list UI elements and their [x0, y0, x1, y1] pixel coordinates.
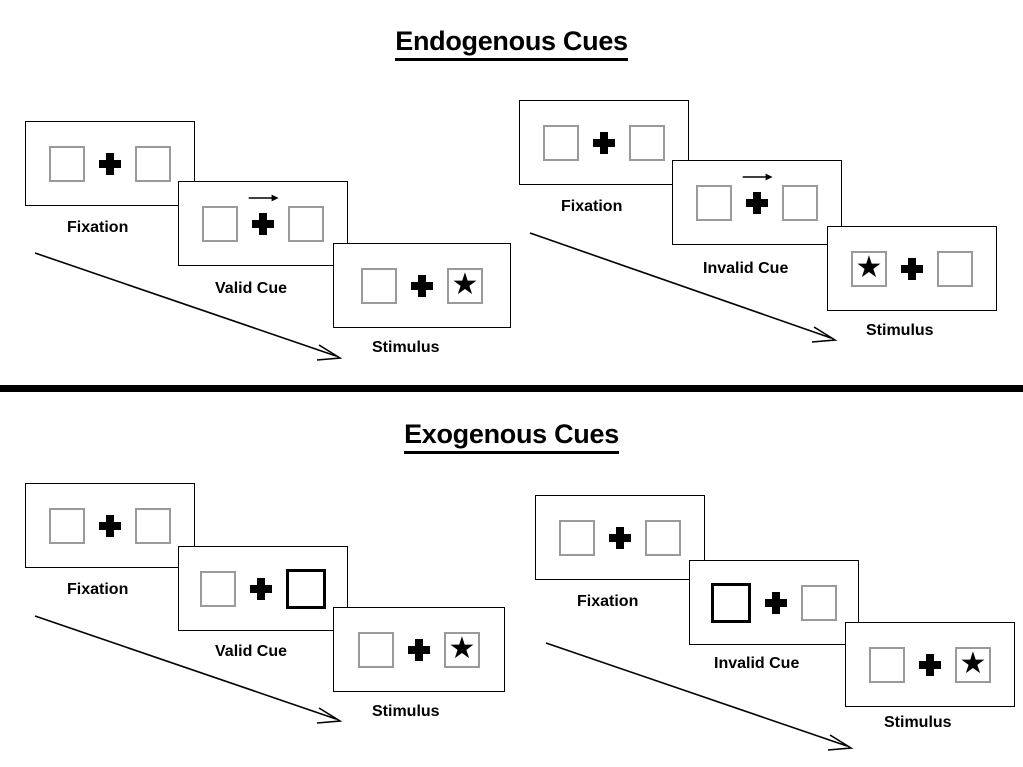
caption-endogenous-invalid-stimulus: Stimulus	[866, 322, 934, 339]
left-box	[361, 267, 397, 304]
time-arrow-endogenous-invalid	[529, 232, 838, 343]
section-divider	[0, 385, 1023, 392]
time-arrow-endogenous-valid	[34, 252, 343, 361]
right-box	[135, 145, 171, 182]
right-box	[645, 519, 681, 556]
fixation-cross-icon	[411, 274, 433, 297]
screen-endogenous-valid-fixation	[25, 121, 195, 206]
left-box	[200, 570, 236, 607]
time-arrow-exogenous-valid	[34, 615, 343, 724]
screen-endogenous-invalid-stimulus: ★	[827, 226, 997, 311]
right-box	[801, 584, 837, 621]
left-box	[559, 519, 595, 556]
right-box-with-star: ★	[444, 631, 480, 668]
screen-endogenous-valid-cue	[178, 181, 348, 266]
right-box	[629, 124, 665, 161]
section-title-endogenous-text: Endogenous Cues	[395, 26, 628, 61]
caption-endogenous-valid-fixation: Fixation	[67, 219, 129, 236]
right-box-with-star: ★	[955, 646, 991, 683]
left-box	[358, 631, 394, 668]
fixation-cross-icon	[99, 152, 121, 175]
right-box	[782, 184, 818, 221]
screen-exogenous-invalid-cue	[689, 560, 859, 645]
right-box	[288, 205, 324, 242]
left-box-with-star: ★	[851, 250, 887, 287]
time-arrow-exogenous-invalid	[545, 642, 854, 751]
section-title-exogenous: Exogenous Cues	[0, 419, 1023, 454]
screen-exogenous-invalid-fixation	[535, 495, 705, 580]
section-title-endogenous: Endogenous Cues	[0, 26, 1023, 61]
caption-endogenous-invalid-fixation: Fixation	[561, 198, 623, 215]
left-box	[869, 646, 905, 683]
caption-endogenous-valid-cue: Valid Cue	[215, 280, 288, 297]
fixation-cross-icon	[248, 194, 279, 235]
fixation-cross-icon	[408, 638, 430, 661]
caption-exogenous-valid-fixation: Fixation	[67, 581, 129, 598]
screen-exogenous-invalid-stimulus: ★	[845, 622, 1015, 707]
right-box	[135, 507, 171, 544]
star-icon: ★	[855, 250, 883, 284]
screen-endogenous-valid-stimulus: ★	[333, 243, 511, 328]
fixation-cross-icon	[901, 257, 923, 280]
caption-endogenous-valid-stimulus: Stimulus	[372, 339, 440, 356]
caption-endogenous-invalid-cue: Invalid Cue	[703, 260, 789, 277]
left-box	[49, 507, 85, 544]
screen-endogenous-invalid-cue	[672, 160, 842, 245]
caption-exogenous-invalid-stimulus: Stimulus	[884, 714, 952, 731]
left-box	[202, 205, 238, 242]
caption-exogenous-valid-cue: Valid Cue	[215, 643, 288, 660]
left-box	[49, 145, 85, 182]
fixation-cross-icon	[250, 577, 272, 600]
right-box-with-star: ★	[447, 267, 483, 304]
right-box	[937, 250, 973, 287]
star-icon: ★	[959, 646, 987, 680]
caption-exogenous-valid-stimulus: Stimulus	[372, 703, 440, 720]
caption-exogenous-invalid-cue: Invalid Cue	[714, 655, 800, 672]
left-box-highlighted-cue	[711, 582, 751, 623]
fixation-cross-icon	[593, 131, 615, 154]
fixation-cross-icon	[99, 514, 121, 537]
star-icon: ★	[451, 267, 479, 301]
caption-exogenous-invalid-fixation: Fixation	[577, 593, 639, 610]
fixation-cross-icon	[765, 591, 787, 614]
left-box	[696, 184, 732, 221]
arrow-right-cue-icon	[248, 194, 279, 201]
left-box	[543, 124, 579, 161]
screen-exogenous-valid-cue	[178, 546, 348, 631]
fixation-cross-icon	[919, 653, 941, 676]
screen-endogenous-invalid-fixation	[519, 100, 689, 185]
screen-exogenous-valid-stimulus: ★	[333, 607, 505, 692]
fixation-cross-icon	[742, 173, 773, 214]
arrow-right-cue-icon	[742, 173, 773, 180]
right-box-highlighted-cue	[286, 568, 326, 609]
screen-exogenous-valid-fixation	[25, 483, 195, 568]
fixation-cross-icon	[609, 526, 631, 549]
star-icon: ★	[448, 631, 476, 665]
section-title-exogenous-text: Exogenous Cues	[404, 419, 619, 454]
